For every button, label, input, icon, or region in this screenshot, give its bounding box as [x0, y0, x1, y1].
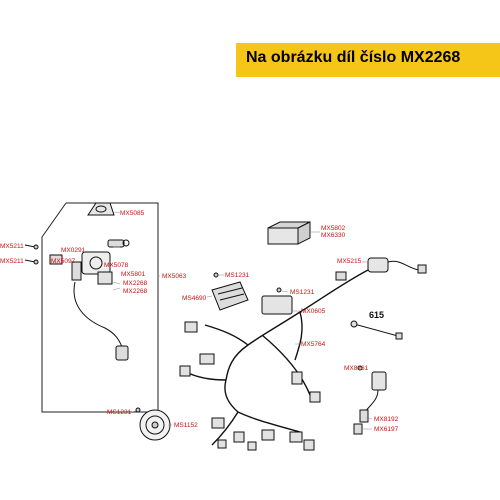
label-ms1231-c: MS1231	[107, 409, 132, 416]
harness-connectors	[179, 321, 321, 451]
relay-box-part	[267, 221, 311, 245]
label-mx5211-b: MX5211	[0, 258, 24, 265]
label-mx5085: MX5085	[120, 210, 145, 217]
regulator-part	[211, 272, 249, 311]
ignition-switch-part	[49, 239, 130, 361]
leader-lines	[113, 231, 373, 430]
label-mx5764: MX5764	[301, 341, 326, 348]
label-mx5097: MX5097	[51, 258, 76, 265]
ignition-cover-part	[87, 202, 121, 216]
stand-switch-part	[353, 365, 387, 435]
label-mx5063: MX5063	[162, 273, 187, 280]
label-mx5078: MX5078	[104, 262, 129, 269]
wiring-harness	[185, 269, 369, 446]
title-banner: Na obrázku díl číslo MX2268	[236, 43, 500, 77]
horn-part	[135, 407, 171, 441]
label-ms1152: MS1152	[174, 422, 198, 429]
banner-title: Na obrázku díl číslo MX2268	[246, 49, 461, 66]
label-mx2268-b: MX2268	[123, 288, 148, 295]
label-mx8261: MX8261	[344, 365, 369, 372]
label-mx6330: MX6330	[321, 232, 346, 239]
label-mx2268-a: MX2268	[123, 280, 148, 287]
label-mx6197: MX6197	[374, 426, 399, 433]
label-mx5802: MX5802	[321, 225, 346, 232]
label-mx5215: MX5215	[337, 258, 362, 265]
label-mx0605: MX0605	[301, 308, 326, 315]
starter-relay-part	[335, 257, 427, 281]
label-ms1231-a: MS1231	[225, 272, 250, 279]
label-mx5211-a: MX5211	[0, 243, 24, 250]
ignition-group-frame	[41, 202, 159, 413]
label-ms1231-b: MS1231	[290, 289, 315, 296]
label-mx5801: MX5801	[121, 271, 146, 278]
screws-mx5211	[24, 244, 39, 265]
label-615: 615	[369, 310, 385, 320]
label-mx0291: MX0291	[61, 247, 86, 254]
label-mx8192: MX8192	[374, 416, 399, 423]
label-ms4690: MS4690	[182, 295, 207, 302]
sensor-cable-part	[350, 320, 403, 340]
cdi-part	[261, 287, 293, 315]
